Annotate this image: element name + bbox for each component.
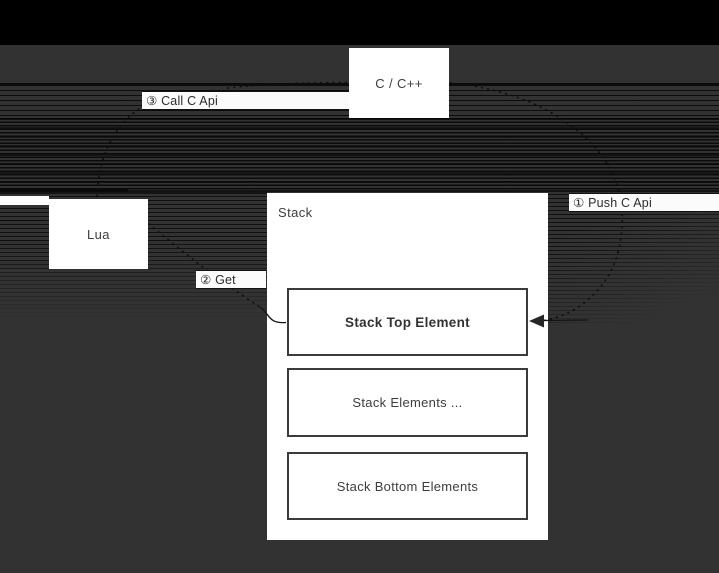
stack-top-element-label: Stack Top Element — [345, 314, 470, 330]
stack-container: Stack Stack Top Element Stack Elements .… — [267, 193, 548, 540]
label-push-c-api-text: ① Push C Api — [573, 196, 652, 210]
top-black-band — [0, 0, 719, 45]
stack-elements-box: Stack Elements ... — [287, 368, 528, 437]
stack-elements-label: Stack Elements ... — [352, 395, 463, 410]
stack-bottom-elements-box: Stack Bottom Elements — [287, 452, 528, 520]
node-c-cpp-label: C / C++ — [375, 75, 423, 91]
stripe-line — [0, 192, 267, 194]
stack-top-element-box: Stack Top Element — [287, 288, 528, 356]
stack-bottom-elements-label: Stack Bottom Elements — [336, 478, 479, 494]
label-push-c-api: ① Push C Api — [569, 193, 719, 212]
label-call-c-api-text: ③ Call C Api — [146, 94, 218, 108]
stripe-texture-dense — [0, 118, 719, 192]
stripe-texture-right — [548, 194, 719, 326]
node-lua: Lua — [49, 199, 148, 269]
white-sliver — [0, 196, 49, 205]
node-lua-label: Lua — [87, 226, 110, 242]
stack-title: Stack — [278, 205, 313, 220]
label-get: ② Get — [196, 270, 266, 289]
node-c-cpp: C / C++ — [349, 48, 449, 118]
label-get-text: ② Get — [200, 273, 236, 287]
faint-line — [0, 220, 44, 221]
label-call-c-api: ③ Call C Api — [142, 91, 349, 110]
stripe-smear — [0, 189, 128, 193]
